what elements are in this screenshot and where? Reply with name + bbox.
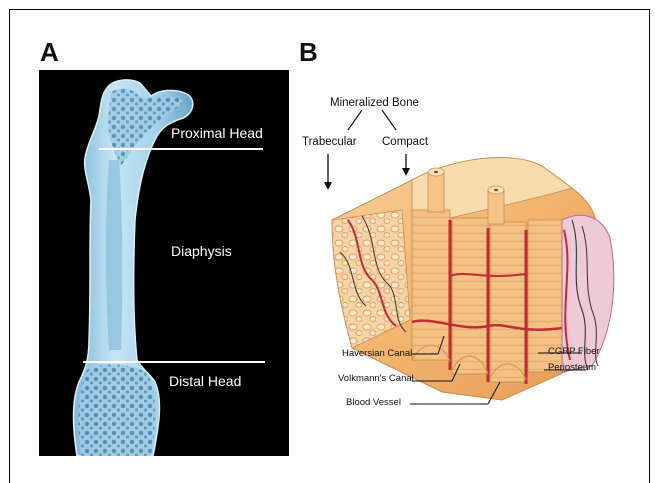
distal-head-label: Distal Head <box>169 373 241 389</box>
panel-a-letter: A <box>40 37 59 68</box>
compact-label: Compact <box>382 136 428 148</box>
diaphysis-label: Diaphysis <box>171 243 232 259</box>
cgrp-fiber-label: CGRP Fiber <box>548 346 600 357</box>
mineralized-bone-label: Mineralized Bone <box>330 97 419 109</box>
haversian-canal-label: Haversian Canal <box>342 348 412 359</box>
bone-tissue-panel: Mineralized Bone Trabecular Compact Have… <box>292 70 650 456</box>
trabecular-label: Trabecular <box>302 136 357 148</box>
volkmanns-canal-label: Volkmann's Canal <box>338 373 414 384</box>
proximal-head-label: Proximal Head <box>171 125 263 141</box>
femur-xray-panel: Proximal Head Diaphysis Distal Head <box>39 70 289 456</box>
blood-vessel-label: Blood Vessel <box>346 397 401 408</box>
panel-b-letter: B <box>299 37 318 68</box>
periosteum-label: Periosteum <box>548 362 596 373</box>
